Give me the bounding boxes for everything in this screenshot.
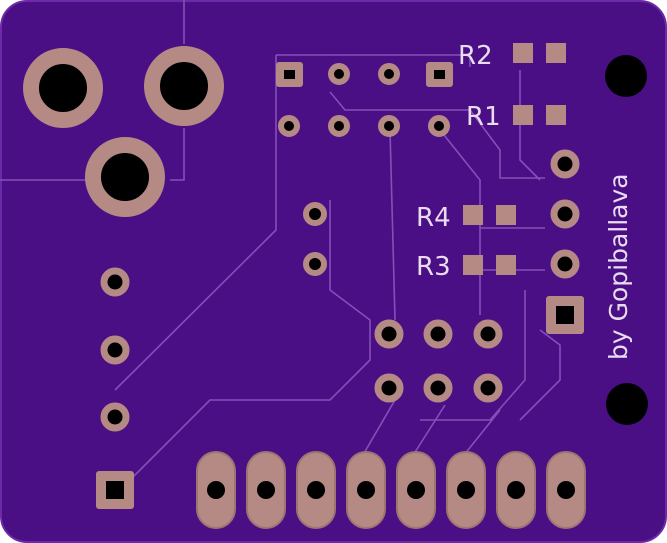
mounting-hole-icon — [606, 383, 648, 425]
oval-hole — [307, 481, 325, 499]
right-connector-pad — [550, 199, 580, 229]
mounting-hole-icon — [605, 55, 647, 97]
mid-component — [303, 202, 327, 276]
r1-pad-1 — [513, 105, 533, 125]
header-pad — [278, 115, 300, 137]
r2-pad-2 — [546, 43, 566, 63]
left-connector-pad — [100, 335, 130, 365]
header-pad — [328, 115, 350, 137]
trace-mid-vertical — [170, 128, 185, 181]
oval-hole — [507, 481, 525, 499]
r2-pad-1 — [513, 43, 533, 63]
trace-right-bus — [519, 70, 541, 181]
right-connector-pad — [550, 149, 580, 179]
trace-bottom-1 — [359, 399, 396, 461]
smd-resistor-pads — [463, 43, 566, 275]
left-connector-square-hole — [106, 481, 124, 499]
header-pad — [378, 115, 400, 137]
header-pad — [428, 115, 450, 137]
right-connector-square-hole — [556, 306, 574, 324]
left-connector-pad — [100, 267, 130, 297]
header-bottom-row — [278, 115, 450, 137]
header-top-row — [328, 63, 400, 85]
oval-hole — [207, 481, 225, 499]
large-pad-1 — [23, 48, 103, 128]
trace-left-column — [114, 55, 277, 391]
right-connector-pad — [550, 249, 580, 279]
icsp-pad — [473, 319, 503, 349]
oval-hole — [557, 481, 575, 499]
r3-pad-1 — [463, 255, 483, 275]
bottom-oval-pads — [196, 451, 586, 529]
r4-pad-2 — [496, 205, 516, 225]
oval-hole — [257, 481, 275, 499]
icsp-pad — [473, 373, 503, 403]
trace-bottom-2 — [409, 404, 446, 461]
oval-hole — [407, 481, 425, 499]
mid-pad-bottom — [303, 252, 327, 276]
header-square-hole — [434, 70, 445, 79]
icsp-header — [374, 319, 503, 403]
header-pad — [328, 63, 350, 85]
r4-pad-1 — [463, 205, 483, 225]
icsp-pad — [374, 373, 404, 403]
oval-hole — [357, 481, 375, 499]
large-pads — [23, 46, 224, 217]
oval-hole — [457, 481, 475, 499]
credit-label: by Gopiballava — [604, 173, 633, 360]
trace-right-down — [420, 290, 526, 421]
resistor-label-r4: R4 — [416, 203, 451, 233]
bottom-oval-holes — [207, 481, 575, 499]
trace-diag-1 — [389, 129, 396, 321]
large-pad-3 — [85, 137, 165, 217]
trace-long-diag — [129, 200, 371, 481]
resistor-label-r1: R1 — [466, 102, 501, 132]
icsp-pad — [374, 319, 404, 349]
trace-right-side — [519, 329, 561, 421]
icsp-pad — [423, 373, 453, 403]
r1-pad-2 — [546, 105, 566, 125]
resistor-label-r2: R2 — [458, 41, 493, 71]
large-pad-2 — [144, 46, 224, 126]
r3-pad-2 — [496, 255, 516, 275]
left-connector — [100, 267, 130, 432]
right-connector — [550, 149, 580, 279]
mid-pad-top — [303, 202, 327, 226]
icsp-pad — [423, 319, 453, 349]
trace-header-to-resistors — [329, 91, 545, 179]
left-connector-pad — [100, 402, 130, 432]
header-square-hole — [284, 70, 295, 79]
resistor-label-r3: R3 — [416, 252, 451, 282]
trace-outline-left — [276, 54, 471, 67]
header-pad — [378, 63, 400, 85]
